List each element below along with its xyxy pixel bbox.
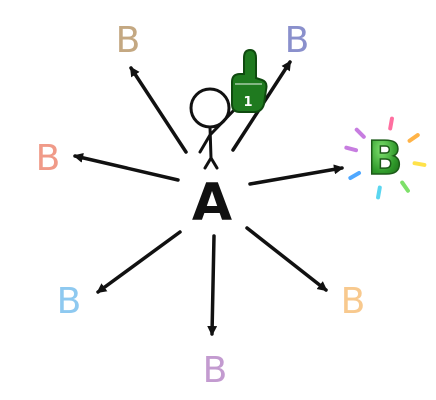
target-letter-b-highlighted: B: [367, 131, 402, 185]
sparkle-ray: [400, 180, 410, 193]
target-letter-b-bottom-right: B: [341, 281, 366, 322]
arrow-to-b-bottom: [207, 234, 218, 336]
stick-figure-left-leg: [203, 156, 213, 170]
target-letter-b-bottom: B: [203, 350, 228, 391]
target-letter-b-bottom-left: B: [57, 281, 82, 322]
stick-figure: [189, 87, 238, 170]
arrow-to-b-top-left: [129, 66, 188, 154]
foam-finger-icon: 1: [231, 48, 268, 113]
highlighted-target: B: [344, 116, 427, 200]
sparkle-ray: [388, 116, 394, 131]
arrow-to-b-bottom-right: [245, 226, 328, 292]
sparkle-ray: [354, 127, 366, 139]
sparkle-ray: [407, 133, 420, 143]
stick-figure-body: [208, 125, 213, 160]
sparkle-ray: [412, 161, 427, 167]
target-letter-b-top-left: B: [116, 20, 141, 61]
sparkle-rays: [344, 116, 427, 200]
arrow-to-b-left: [73, 152, 180, 182]
target-letter-b-left: B: [36, 138, 61, 179]
arrows: [73, 60, 344, 336]
hub-letter-a: A: [192, 173, 232, 233]
stick-figure-right-arm: [209, 106, 238, 136]
target-letter-b-top-right: B: [285, 20, 310, 61]
arrow-to-b-right: [248, 164, 344, 186]
stick-figure-left-arm: [198, 133, 212, 154]
sparkle-ray: [348, 171, 362, 180]
sparkle-ray: [376, 185, 382, 200]
arrow-to-b-bottom-left: [96, 230, 182, 294]
sparkle-ray: [344, 145, 359, 153]
foam-finger-label: 1: [243, 95, 252, 110]
stick-figure-right-leg: [209, 156, 219, 170]
